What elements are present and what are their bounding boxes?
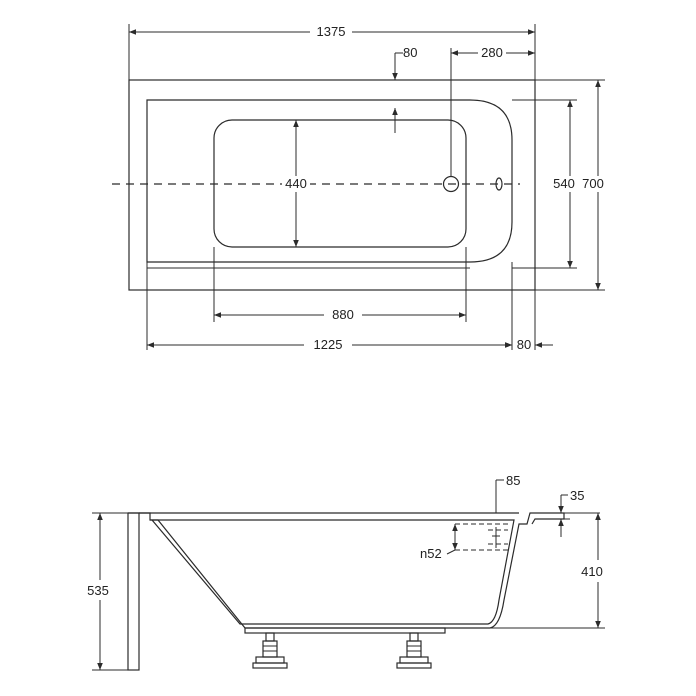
basin-outline	[146, 99, 513, 263]
top-view: 1375 80 280 440 540 700 8	[112, 24, 606, 352]
leader-line	[446, 549, 456, 555]
dim-total-height: 535	[87, 583, 109, 598]
label-mask	[580, 176, 606, 191]
outer-rim-outline	[128, 79, 536, 291]
dim-basin-length: 1225	[314, 337, 343, 352]
dim-drain-offset: 280	[481, 45, 503, 60]
label-mask	[551, 176, 577, 191]
dim-inner-width: 440	[285, 176, 307, 191]
base-plate	[244, 627, 446, 634]
dim-inner-length: 880	[332, 307, 354, 322]
adjustable-foot-right	[396, 632, 432, 669]
dim-overflow-diameter: n52	[420, 546, 442, 561]
side-view: 85 35 n52 410 535	[84, 473, 605, 671]
front-panel	[127, 512, 140, 671]
label-mask	[84, 583, 110, 598]
overflow-fitting	[455, 523, 510, 551]
tub-inner-outline	[150, 519, 515, 625]
dim-overflow-offset: 85	[506, 473, 520, 488]
dim-overall-width: 700	[582, 176, 604, 191]
dim-rim-thickness: 35	[570, 488, 584, 503]
dim-rim-offset: 80	[403, 45, 417, 60]
dim-depth: 410	[581, 564, 603, 579]
dim-basin-width: 540	[553, 176, 575, 191]
tub-body-outline	[139, 512, 565, 629]
label-mask	[282, 176, 310, 191]
drain-circle	[442, 175, 460, 193]
adjustable-foot-left	[252, 632, 288, 669]
dim-end-rim: 80	[517, 337, 531, 352]
dim-overall-length: 1375	[317, 24, 346, 39]
